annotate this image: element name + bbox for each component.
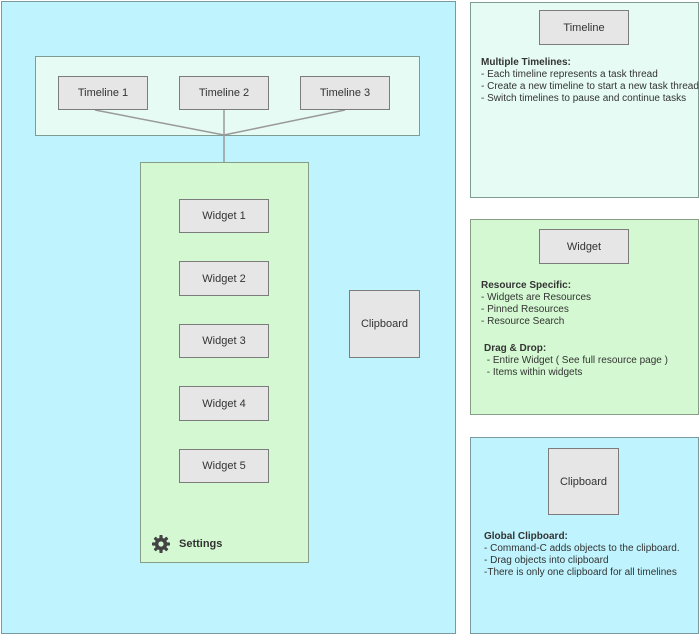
timeline-1-box[interactable]: Timeline 1 xyxy=(58,76,148,110)
clipboard-box[interactable]: Clipboard xyxy=(349,290,420,358)
clipboard-card-item-2: - Drag objects into clipboard xyxy=(484,555,609,566)
clipboard-card-box: Clipboard xyxy=(548,448,619,515)
clipboard-card-item-1: - Command-C adds objects to the clipboar… xyxy=(484,543,680,554)
timeline-card-box: Timeline xyxy=(539,10,629,45)
widget-4-box[interactable]: Widget 4 xyxy=(179,386,269,421)
settings-label: Settings xyxy=(179,538,223,550)
timeline-card-item-2: - Create a new timeline to start a new t… xyxy=(481,81,699,92)
widget-card-item-1: - Widgets are Resources xyxy=(481,292,592,303)
settings-button[interactable]: Settings xyxy=(151,534,222,554)
widget-card-item-4: - Entire Widget ( See full resource page… xyxy=(484,355,668,366)
widget-card-heading-dragdrop: Drag & Drop: xyxy=(484,343,547,354)
timeline-card-item-1: - Each timeline represents a task thread xyxy=(481,69,658,80)
timeline-card-item-3: - Switch timelines to pause and continue… xyxy=(481,93,687,104)
widget-3-box[interactable]: Widget 3 xyxy=(179,324,269,358)
widget-card-item-3: - Resource Search xyxy=(481,316,565,327)
widget-card-item-5: - Items within widgets xyxy=(484,367,583,378)
widget-1-box[interactable]: Widget 1 xyxy=(179,199,269,233)
widget-card-heading-resource: Resource Specific: xyxy=(481,280,572,291)
widget-2-box[interactable]: Widget 2 xyxy=(179,261,269,296)
gear-icon xyxy=(151,534,171,554)
timeline-3-box[interactable]: Timeline 3 xyxy=(300,76,390,110)
timeline-card-heading: Multiple Timelines: xyxy=(481,57,571,68)
widget-card-item-2: - Pinned Resources xyxy=(481,304,569,315)
widget-card-box: Widget xyxy=(539,229,629,264)
timeline-2-box[interactable]: Timeline 2 xyxy=(179,76,269,110)
widget-5-box[interactable]: Widget 5 xyxy=(179,449,269,483)
clipboard-card-heading: Global Clipboard: xyxy=(484,531,568,542)
clipboard-card-item-3: -There is only one clipboard for all tim… xyxy=(484,567,677,578)
